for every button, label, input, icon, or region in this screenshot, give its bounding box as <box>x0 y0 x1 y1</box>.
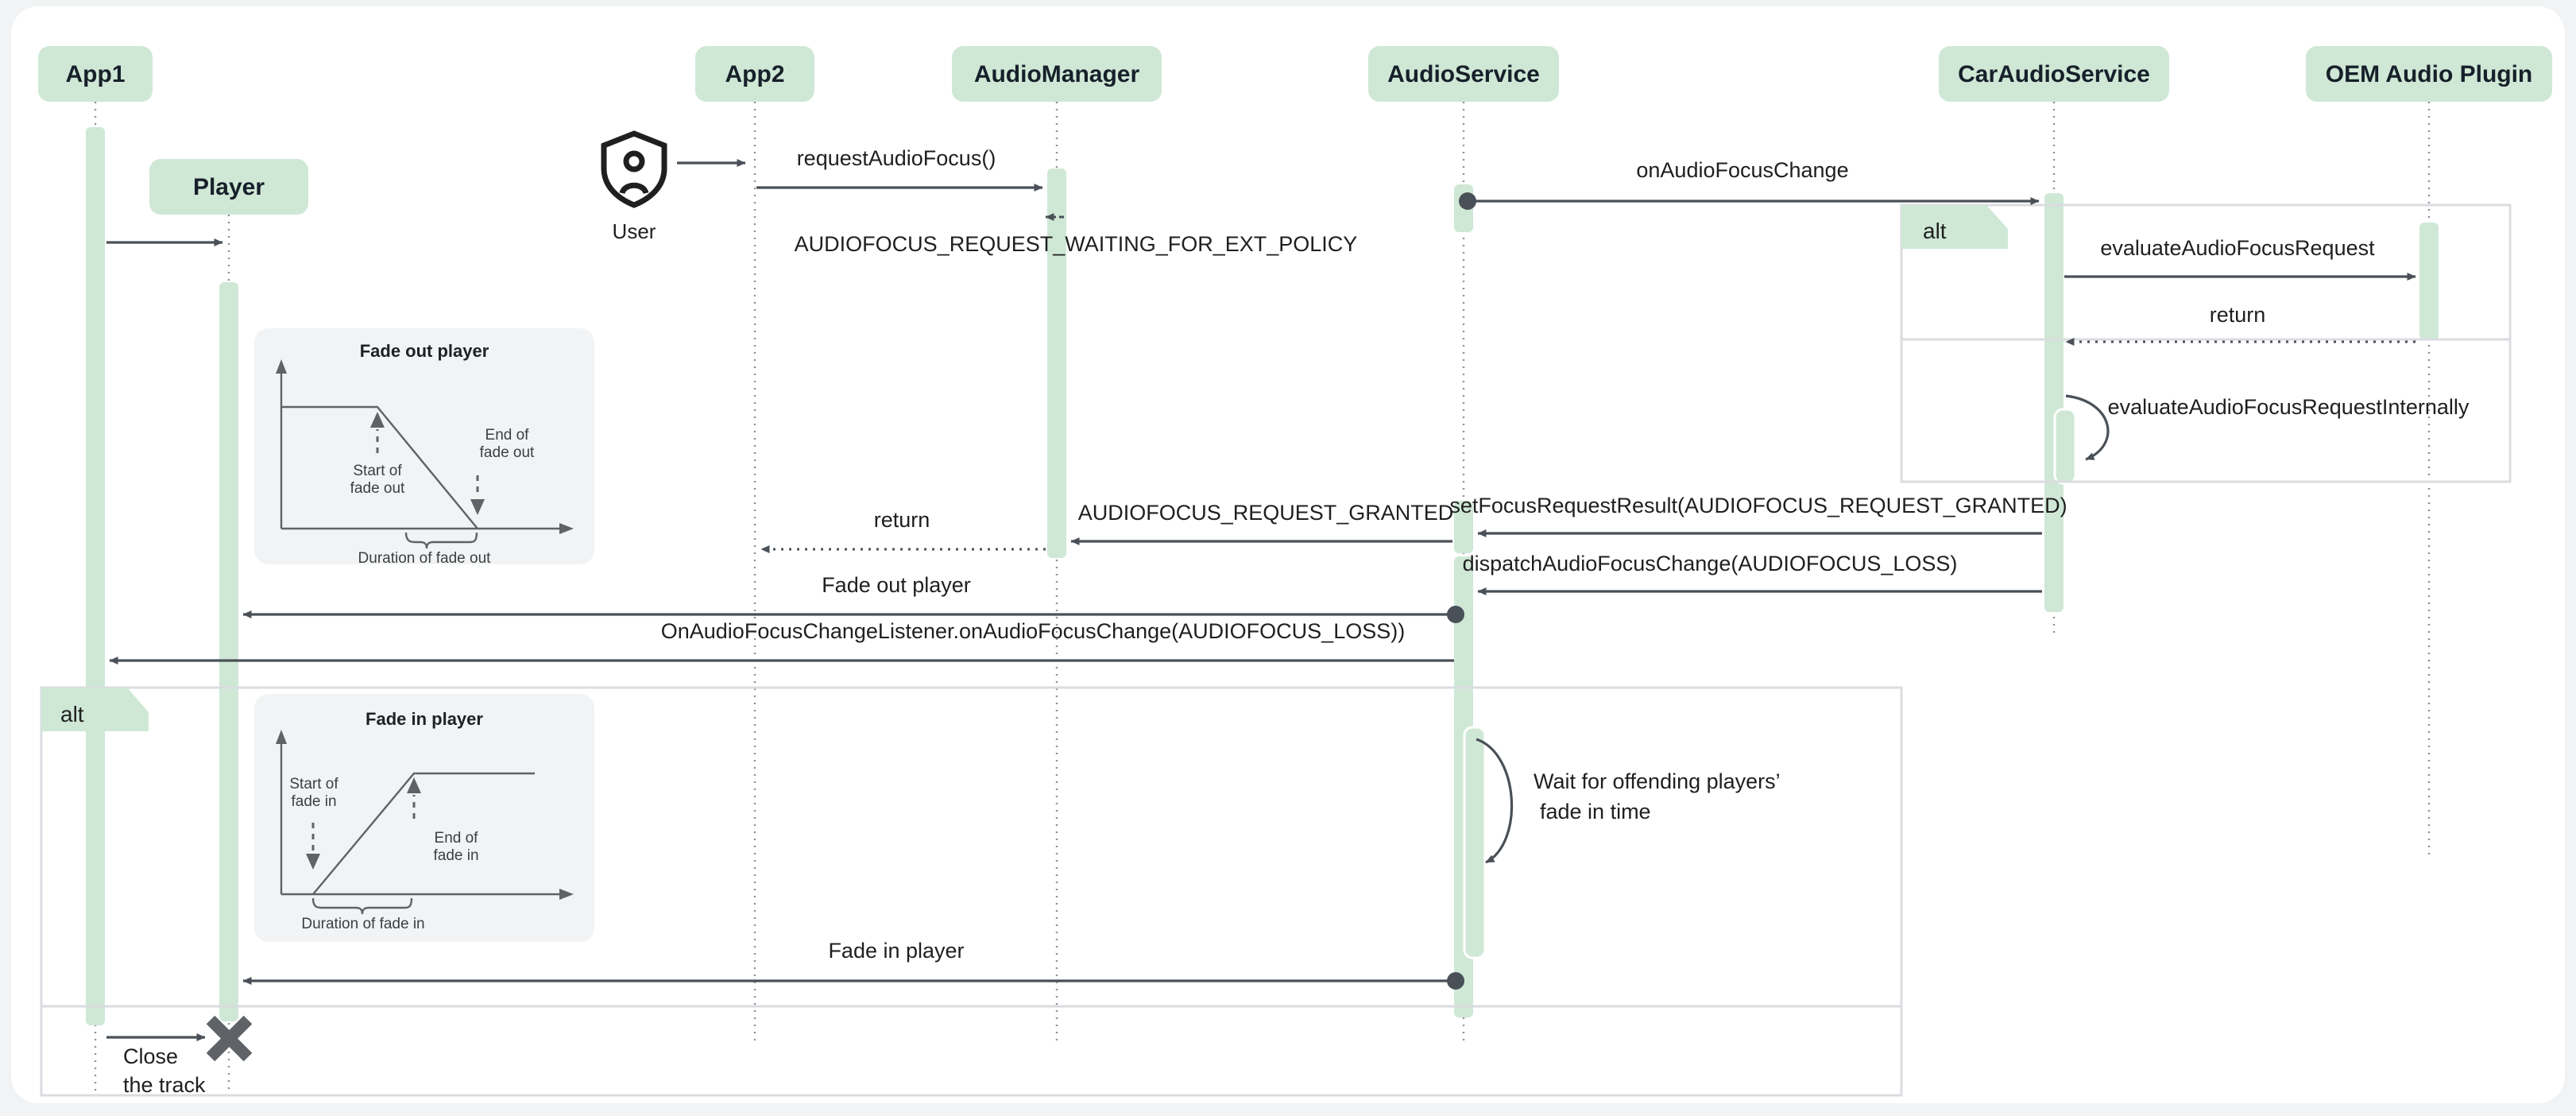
user-actor: User <box>601 130 667 243</box>
participant-audiomanager[interactable]: AudioManager <box>952 46 1162 102</box>
msg-label-dispatch-loss: dispatchAudioFocusChange(AUDIOFOCUS_LOSS… <box>1463 552 1958 575</box>
activation-bars <box>86 127 2439 1025</box>
participant-boxes: App1 Player App2 AudioManager AudioServi… <box>38 46 2552 215</box>
fade-in-end-arrowhead <box>407 777 421 793</box>
participant-label-player: Player <box>193 174 265 200</box>
note-fade-out-player: Fade out player Start of fade out End of… <box>254 328 594 567</box>
msg-label-onfocuschangelistener: OnAudioFocusChangeListener.onAudioFocusC… <box>661 619 1405 643</box>
note-fade-in-title: Fade in player <box>366 709 483 729</box>
note-fade-out-box <box>254 328 594 564</box>
alt-left-frame <box>40 686 1903 1097</box>
fade-out-y-axis-arrowhead <box>276 359 287 374</box>
fade-out-x-axis-arrowhead <box>559 523 574 534</box>
msg-label-setfocusresult: setFocusRequestResult(AUDIOFOCUS_REQUEST… <box>1449 494 2067 517</box>
fade-in-y-axis-arrowhead <box>276 730 287 744</box>
activation-audioservice-2 <box>1454 501 1473 553</box>
msg-label-evaluate-return: return <box>2210 303 2266 327</box>
msg-label-granted: AUDIOFOCUS_REQUEST_GRANTED <box>1078 501 1454 525</box>
participant-audioservice[interactable]: AudioService <box>1368 46 1559 102</box>
arrow-origin-dot-onaudiofocuschange <box>1459 192 1476 210</box>
participant-label-oemplugin: OEM Audio Plugin <box>2326 61 2533 87</box>
msg-label-request-focus: requestAudioFocus() <box>797 146 996 170</box>
user-label: User <box>613 219 656 243</box>
msg-label-wait-fade-in-1: Wait for offending players’ <box>1534 769 1781 793</box>
participant-app2[interactable]: App2 <box>695 46 814 102</box>
note-fade-in-player: Fade in player Start of fade in End of f… <box>254 694 594 942</box>
note-fade-out-title: Fade out player <box>360 341 489 361</box>
participant-box-app1[interactable] <box>38 46 153 102</box>
activation-oemplugin <box>2419 223 2439 340</box>
msg-label-wait-fade-in-2: fade in time <box>1540 800 1651 823</box>
participant-label-audioservice: AudioService <box>1387 61 1540 87</box>
fade-in-x-axis-arrowhead <box>559 889 574 900</box>
user-body-icon <box>619 182 649 195</box>
note-fade-in-end-label-1: End of <box>435 830 479 847</box>
fade-out-duration-brace <box>404 532 478 549</box>
arrow-origin-dot-fade-out <box>1447 606 1464 623</box>
note-fade-out-duration-label: Duration of fade out <box>358 550 492 567</box>
alt-right-tab <box>1901 205 2008 249</box>
activation-audioservice-nested <box>1463 726 1487 959</box>
fragment-alt-right: alt <box>1900 203 2512 483</box>
note-fade-out-start-label-2: fade out <box>350 480 405 497</box>
note-fade-out-end-label-1: End of <box>485 427 530 444</box>
shield-user-icon <box>601 130 667 208</box>
msg-label-return: return <box>874 508 930 532</box>
activation-caraudioservice-nested <box>2053 408 2077 485</box>
note-fade-in-start-label-1: Start of <box>289 776 338 792</box>
participant-box-audiomanager[interactable] <box>952 46 1162 102</box>
participant-label-audiomanager: AudioManager <box>974 61 1140 87</box>
fade-out-curve <box>281 405 478 529</box>
activation-audiomanager <box>1047 169 1066 558</box>
participant-oemplugin[interactable]: OEM Audio Plugin <box>2306 46 2552 102</box>
msg-label-evaluate-internally: evaluateAudioFocusRequestInternally <box>2108 395 2470 419</box>
fade-in-duration-brace <box>311 897 413 915</box>
messages: requestAudioFocus() onAudioFocusChange A… <box>106 146 2470 1097</box>
fade-in-curve <box>312 772 535 895</box>
participant-box-player[interactable] <box>149 159 308 215</box>
note-fade-in-end-label-2: fade in <box>433 847 478 864</box>
arrow-wait-fade-in-selfloop <box>1476 738 1514 864</box>
destroy-x-stroke-2 <box>206 1015 253 1062</box>
activation-caraudioservice <box>2044 193 2064 612</box>
activation-app1 <box>86 127 105 1025</box>
msg-label-fade-in-player: Fade in player <box>828 939 964 963</box>
player-destroy-marker <box>206 1015 253 1062</box>
note-fade-out-start-label-1: Start of <box>353 463 402 479</box>
fragment-alt-left: alt <box>40 686 1903 1097</box>
note-fade-out-end-label-2: fade out <box>480 444 535 461</box>
user-head-icon <box>623 150 645 172</box>
msg-label-onaudiofocuschange: onAudioFocusChange <box>1636 158 1848 182</box>
participant-box-caraudioservice[interactable] <box>1939 46 2169 102</box>
alt-right-label: alt <box>1923 219 1947 243</box>
alt-right-frame <box>1900 203 2512 483</box>
note-fade-in-start-label-2: fade in <box>291 793 336 810</box>
msg-label-close-track-2: the track <box>123 1073 206 1097</box>
note-fade-in-duration-label: Duration of fade in <box>301 916 424 932</box>
participant-box-app2[interactable] <box>695 46 814 102</box>
activation-player <box>219 282 238 1021</box>
participant-box-oemplugin[interactable] <box>2306 46 2552 102</box>
note-fade-in-box <box>254 694 594 942</box>
participant-label-app2: App2 <box>725 61 785 87</box>
fade-out-end-arrowhead <box>470 499 485 515</box>
participant-label-app1: App1 <box>66 61 126 87</box>
msg-label-waiting-ext-policy: AUDIOFOCUS_REQUEST_WAITING_FOR_EXT_POLIC… <box>795 232 1358 256</box>
arrow-evaluate-internally-selfloop <box>2065 394 2110 461</box>
participant-app1[interactable]: App1 <box>38 46 153 102</box>
fade-out-start-arrowhead <box>370 412 385 428</box>
fade-in-start-arrowhead <box>306 854 320 870</box>
arrow-origin-dot-fade-in <box>1447 972 1464 990</box>
participant-player[interactable]: Player <box>149 159 308 215</box>
msg-label-close-track-1: Close <box>123 1044 178 1068</box>
msg-label-evaluate-request: evaluateAudioFocusRequest <box>2100 236 2375 260</box>
alt-left-label: alt <box>60 702 84 727</box>
participant-box-audioservice[interactable] <box>1368 46 1559 102</box>
alt-left-tab <box>41 688 149 731</box>
participant-caraudioservice[interactable]: CarAudioService <box>1939 46 2169 102</box>
msg-label-fade-out-player: Fade out player <box>822 573 971 597</box>
participant-label-caraudioservice: CarAudioService <box>1958 61 2150 87</box>
